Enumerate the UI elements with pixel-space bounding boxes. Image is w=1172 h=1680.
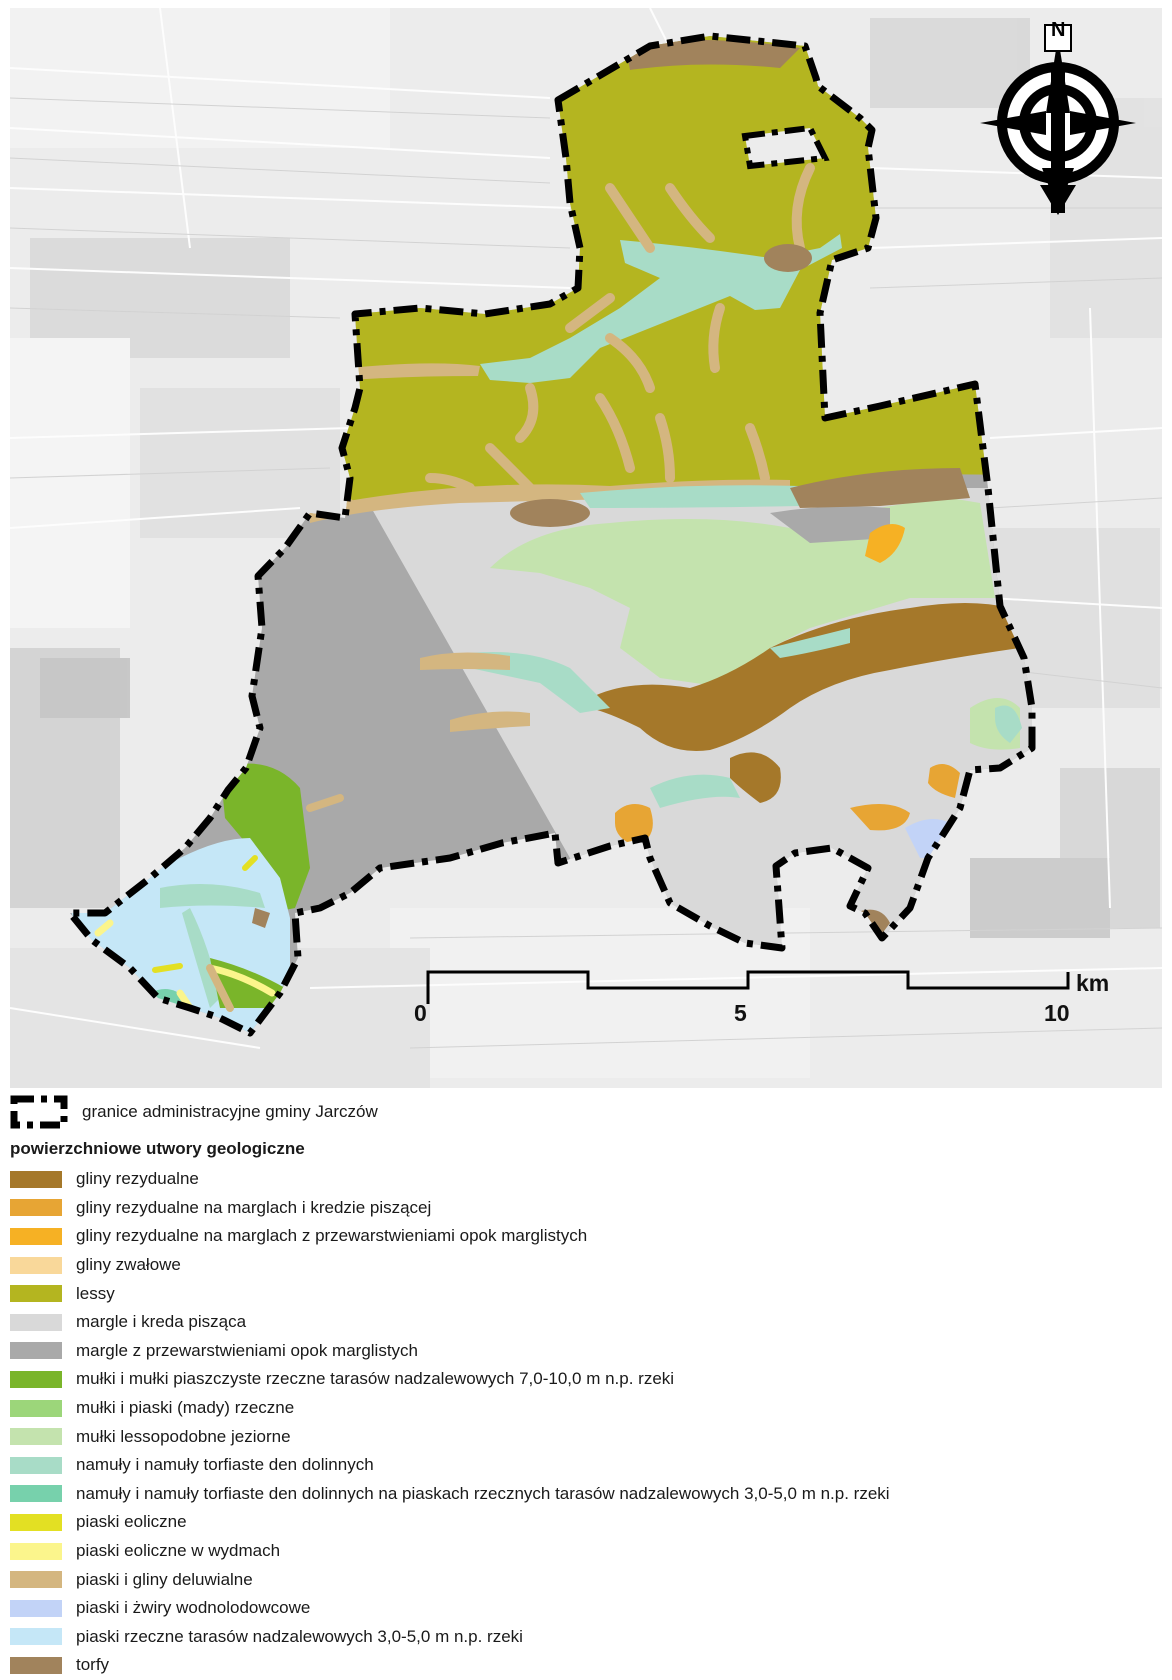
legend-swatch (10, 1571, 62, 1589)
legend-label: piaski rzeczne tarasów nadzalewowych 3,0… (76, 1626, 523, 1646)
boundary-dash-icon (10, 1095, 68, 1129)
legend-item: gliny rezydualne na marglach z przewarst… (10, 1222, 1160, 1251)
legend-swatch (10, 1456, 62, 1474)
legend-swatch (10, 1599, 62, 1617)
gmina-enclave (741, 124, 830, 170)
legend-label: piaski eoliczne w wydmach (76, 1541, 281, 1561)
legend-swatch (10, 1313, 62, 1331)
legend-label: piaski i żwiry wodnolodowcowe (76, 1598, 311, 1618)
legend-swatch (10, 1399, 62, 1417)
legend-swatch (10, 1485, 62, 1503)
legend-swatch (10, 1656, 62, 1674)
legend-label: piaski i gliny deluwialne (76, 1569, 253, 1589)
legend-item: namuły i namuły torfiaste den dolinnych … (10, 1480, 1160, 1509)
legend-swatch (10, 1513, 62, 1531)
legend-item: gliny rezydualne (10, 1165, 1160, 1194)
legend-item: torfy (10, 1651, 1160, 1680)
legend-label: namuły i namuły torfiaste den dolinnych … (76, 1483, 890, 1503)
legend-label: margle i kreda pisząca (76, 1312, 247, 1332)
legend-swatch (10, 1256, 62, 1274)
legend-swatch (10, 1370, 62, 1388)
legend-item: piaski rzeczne tarasów nadzalewowych 3,0… (10, 1623, 1160, 1652)
gmina-boundary (66, 32, 1036, 1037)
legend-item: mułki i piaski (mady) rzeczne (10, 1394, 1160, 1423)
legend-swatch (10, 1227, 62, 1245)
legend-item: gliny rezydualne na marglach i kredzie p… (10, 1194, 1160, 1223)
legend-label: torfy (76, 1655, 110, 1675)
boundary-legend-row: granice administracyjne gminy Jarczów (10, 1092, 1160, 1132)
legend-swatch (10, 1342, 62, 1360)
north-label: N (1051, 19, 1066, 41)
legend-swatch (10, 1428, 62, 1446)
map-legend: granice administracyjne gminy Jarczów po… (10, 1092, 1160, 1680)
legend-label: mułki lessopodobne jeziorne (76, 1426, 291, 1446)
legend-item: piaski i żwiry wodnolodowcowe (10, 1594, 1160, 1623)
legend-item: namuły i namuły torfiaste den dolinnych (10, 1451, 1160, 1480)
legend-swatch (10, 1628, 62, 1646)
legend-swatch (10, 1170, 62, 1188)
geological-map: N 0 5 10 km (10, 8, 1162, 1088)
legend-item: mułki lessopodobne jeziorne (10, 1422, 1160, 1451)
legend-label: mułki i mułki piaszczyste rzeczne tarasó… (76, 1369, 675, 1389)
legend-item: lessy (10, 1279, 1160, 1308)
legend-item: mułki i mułki piaszczyste rzeczne tarasó… (10, 1365, 1160, 1394)
legend-item: gliny zwałowe (10, 1251, 1160, 1280)
legend-swatch (10, 1542, 62, 1560)
scale-label-10: 10 (1044, 1000, 1070, 1026)
legend-label: gliny zwałowe (76, 1255, 181, 1275)
scale-unit: km (1076, 970, 1110, 996)
legend-label: piaski eoliczne (76, 1512, 187, 1532)
legend-swatch (10, 1285, 62, 1303)
legend-label: margle z przewarstwieniami opok marglist… (76, 1340, 419, 1360)
legend-swatch (10, 1199, 62, 1217)
map-canvas (10, 8, 1162, 1088)
legend-items: gliny rezydualne gliny rezydualne na marg… (10, 1165, 1160, 1680)
legend-label: gliny rezydualne na marglach z przewarst… (76, 1226, 588, 1246)
legend-label: gliny rezydualne (76, 1169, 199, 1189)
legend-title: powierzchniowe utwory geologiczne (10, 1139, 305, 1158)
legend-item: piaski i gliny deluwialne (10, 1565, 1160, 1594)
scale-bar (426, 970, 1070, 1004)
legend-label: namuły i namuły torfiaste den dolinnych (76, 1455, 374, 1475)
legend-item: piaski eoliczne (10, 1508, 1160, 1537)
scale-label-0: 0 (414, 1000, 427, 1026)
legend-item: margle i kreda pisząca (10, 1308, 1160, 1337)
north-arrow-icon (980, 24, 1136, 215)
legend-item: piaski eoliczne w wydmach (10, 1537, 1160, 1566)
legend-item: margle z przewarstwieniami opok marglist… (10, 1337, 1160, 1366)
legend-label: gliny rezydualne na marglach i kredzie p… (76, 1197, 432, 1217)
legend-label: lessy (76, 1283, 115, 1303)
scale-label-5: 5 (734, 1000, 747, 1026)
base-map-texture (10, 8, 1162, 1088)
legend-label: mułki i piaski (mady) rzeczne (76, 1398, 295, 1418)
boundary-legend-label: granice administracyjne gminy Jarczów (82, 1102, 378, 1121)
